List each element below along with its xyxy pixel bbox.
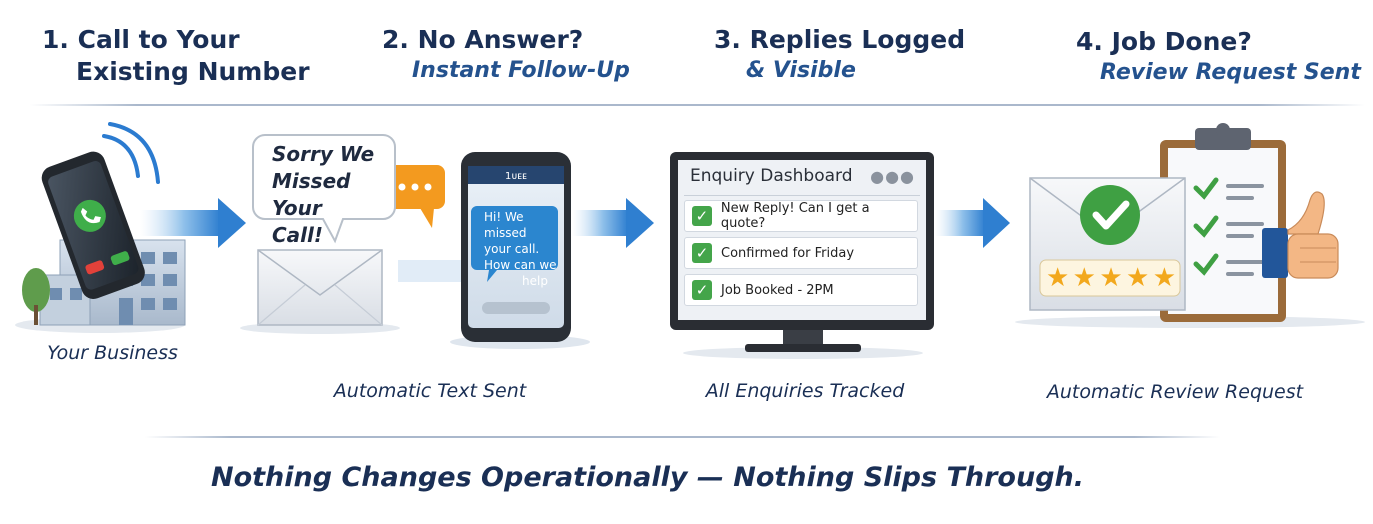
step-4-title: 4. Job Done? — [1076, 27, 1252, 56]
step-2-caption: Automatic Text Sent — [333, 380, 527, 402]
step-2-subtitle: Instant Follow-Up — [412, 58, 630, 83]
thumbs-up-icon — [1262, 191, 1339, 279]
phone-message-line2: your call. — [484, 242, 540, 256]
review-envelope-icon — [1029, 177, 1186, 311]
phone-header: 1ᴜᴇᴇ — [505, 171, 527, 182]
flow-arrow-3 — [935, 198, 1010, 248]
step-3-title: 3. Replies Logged — [714, 25, 966, 54]
smartphone-icon — [450, 152, 590, 349]
step-4-subtitle: Review Request Sent — [1100, 60, 1361, 85]
step-4-caption: Automatic Review Request — [1046, 381, 1304, 403]
dashboard-header: Enquiry Dashboard ●●● — [690, 166, 915, 186]
step-2-heading: 2. No Answer? Instant Follow-Up — [382, 24, 630, 86]
envelope-icon — [240, 249, 468, 334]
dashboard-title: Enquiry Dashboard — [690, 166, 853, 186]
star-icon: ★ — [1099, 263, 1123, 293]
speech-bubble-line1: Sorry We — [272, 142, 375, 166]
speech-bubble-line3: Call! — [272, 223, 324, 247]
ringing-phone-icon — [41, 122, 160, 299]
star-icon: ★ — [1046, 263, 1070, 293]
dashboard-row[interactable]: ✓ Confirmed for Friday — [684, 237, 918, 269]
dashboard-row[interactable]: ✓ Job Booked - 2PM — [684, 274, 918, 306]
review-stars: ★★★★★ — [1046, 262, 1176, 294]
dashboard-row[interactable]: ✓ New Reply! Can I get a quote? — [684, 200, 918, 232]
phone-message-line3: How can we — [484, 258, 557, 272]
tagline: Nothing Changes Operationally — Nothing … — [210, 462, 1085, 493]
step-3-subtitle: & Visible — [746, 58, 856, 83]
star-icon: ★ — [1152, 263, 1176, 293]
step-4-heading: 4. Job Done? Review Request Sent — [1076, 26, 1361, 88]
phone-message-line4: help — [522, 274, 548, 288]
dashboard-divider — [684, 195, 920, 196]
more-options-icon[interactable]: ●●● — [870, 166, 915, 186]
step-1-title-line1: 1. Call to Your — [42, 25, 240, 54]
check-icon: ✓ — [692, 206, 712, 226]
phone-message: Hi! We missed your call. How can we help — [484, 209, 558, 289]
step-1-heading: 1. Call to Your Existing Number — [42, 24, 310, 88]
speech-bubble-shape — [252, 134, 396, 244]
step-3-heading: 3. Replies Logged & Visible — [714, 24, 965, 86]
check-icon: ✓ — [692, 280, 712, 300]
phone-message-line1: Hi! We missed — [484, 210, 527, 240]
step-3-caption: All Enquiries Tracked — [705, 380, 905, 402]
step-1-title-line2: Existing Number — [76, 57, 310, 86]
step-1-caption: Your Business — [47, 342, 178, 364]
flow-arrow-2 — [572, 198, 654, 248]
top-divider — [30, 104, 1365, 106]
chat-ellipsis-icon — [385, 165, 445, 228]
check-icon: ✓ — [692, 243, 712, 263]
dashboard-row-text: New Reply! Can I get a quote? — [720, 201, 870, 231]
bottom-divider — [145, 436, 1220, 438]
dashboard-row-text: Confirmed for Friday — [721, 245, 855, 261]
step-2-title: 2. No Answer? — [382, 25, 584, 54]
star-icon: ★ — [1126, 263, 1150, 293]
speech-bubble-line2: Missed Your — [272, 169, 351, 220]
star-icon: ★ — [1072, 263, 1096, 293]
speech-bubble: Sorry We Missed Your Call! — [272, 141, 390, 249]
flow-arrow-1 — [140, 198, 246, 248]
dashboard-row-text: Job Booked - 2PM — [721, 282, 834, 298]
clipboard-icon — [1015, 123, 1365, 328]
